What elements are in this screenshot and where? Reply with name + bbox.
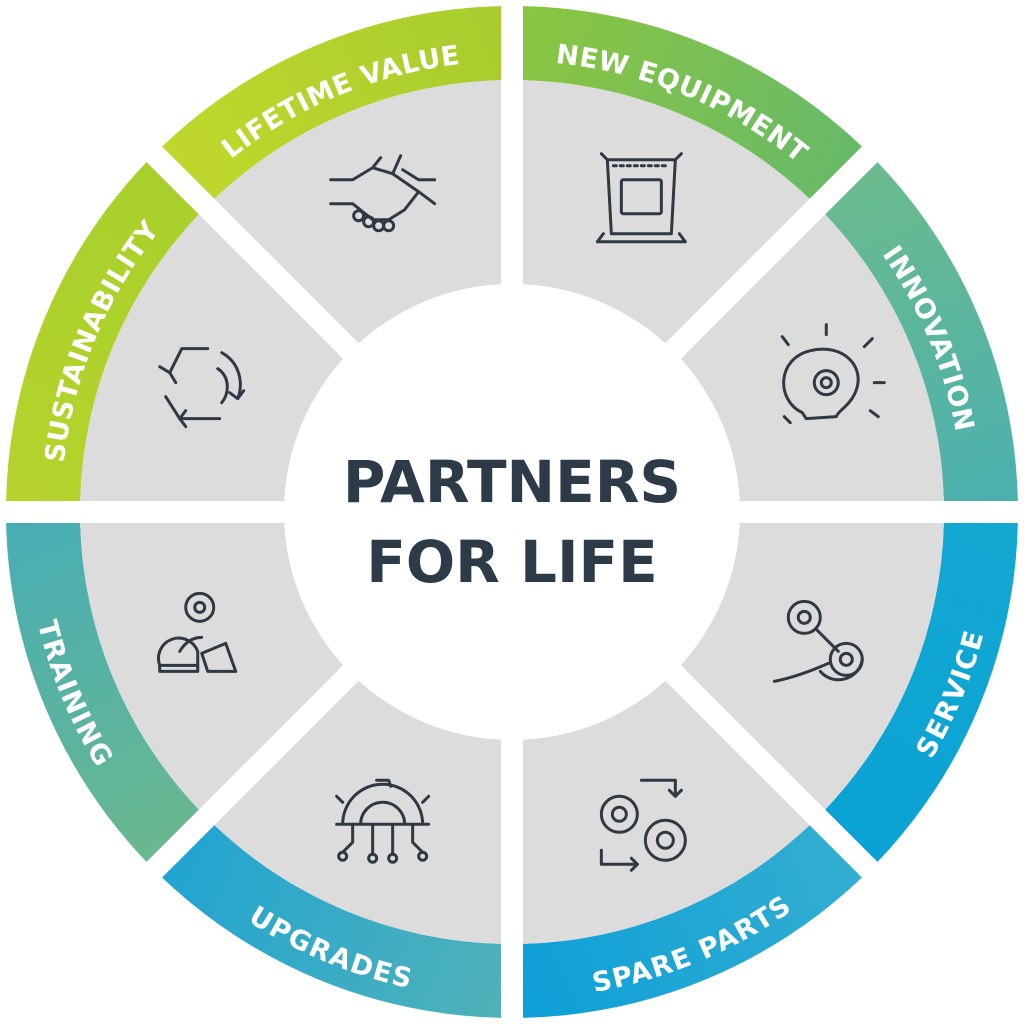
segment-band-upgrades [162, 825, 502, 1018]
gear-wrench-icon [772, 599, 864, 683]
packaging-bag-icon [595, 152, 687, 244]
segment-panel-sustainability [80, 214, 344, 502]
trainer-icon [156, 591, 238, 673]
segment-band-spare-parts [522, 825, 862, 1018]
segment-band-new-equipment [522, 6, 862, 199]
segment-panel-innovation [680, 214, 944, 502]
segment-band-lifetime-value [162, 6, 502, 199]
center-title-line2: FOR LIFE [366, 528, 658, 596]
segment-band-sustainability [6, 162, 199, 502]
segment-band-innovation [825, 162, 1018, 502]
segment-band-service [825, 522, 1018, 862]
segment-band-training [6, 522, 199, 862]
segment-panel-spare-parts [522, 680, 810, 944]
segment-panel-training [80, 522, 344, 810]
lightbulb-gear-icon [780, 323, 886, 425]
segment-panel-new-equipment [522, 80, 810, 344]
recycle-icon [158, 347, 246, 429]
icons-group [156, 152, 886, 872]
gear-circuit-icon [335, 778, 431, 864]
center-title-line1: PARTNERS [343, 448, 681, 516]
handshake-icon [329, 154, 437, 233]
gears-cycle-icon [599, 778, 687, 872]
segment-panel-service [680, 522, 944, 810]
segment-panel-upgrades [214, 680, 502, 944]
